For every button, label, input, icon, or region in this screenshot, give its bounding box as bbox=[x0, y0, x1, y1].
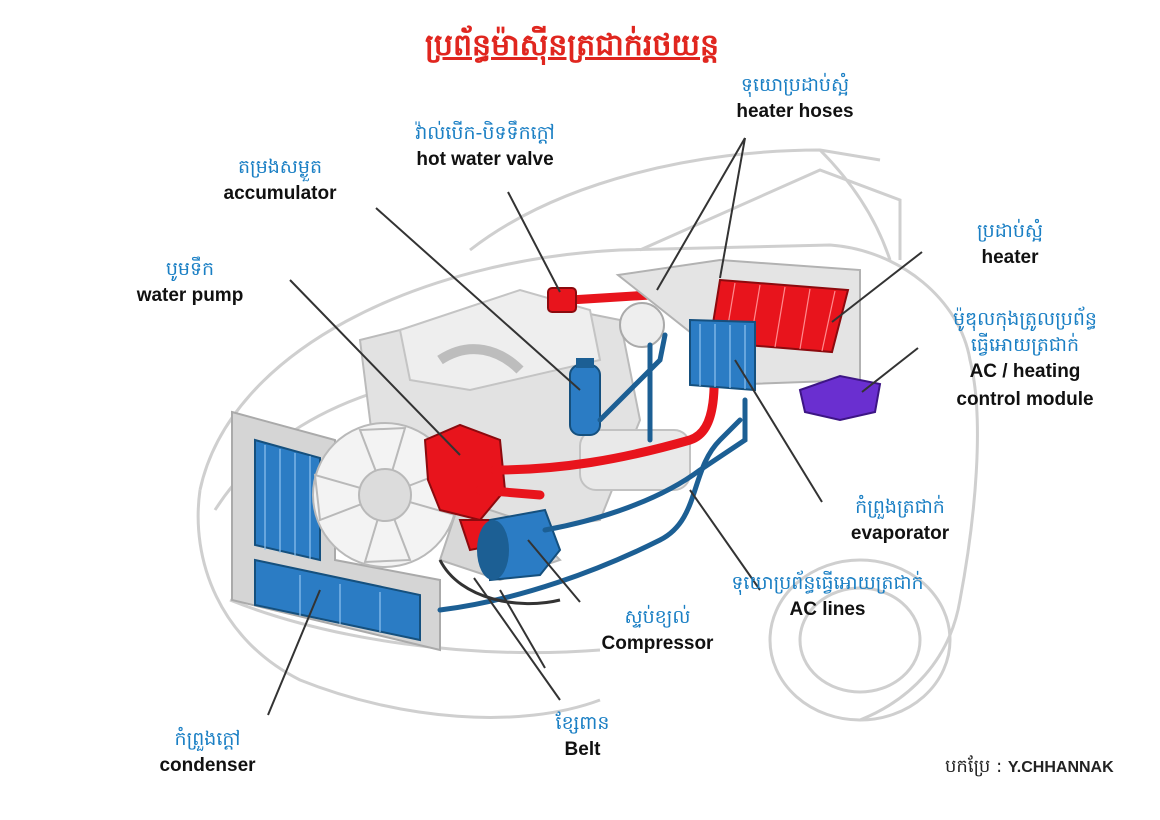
page-title: ប្រព័ន្ធម៉ាស៊ីនត្រជាក់រថយន្ត bbox=[425, 28, 719, 63]
label-heater-hoses: ទុយោប្រដាប់ស្អំ heater hoses bbox=[720, 72, 870, 126]
label-control-module-km2: ធ្វើអោយត្រជាក់ bbox=[970, 334, 1080, 356]
accumulator-canister-icon bbox=[569, 358, 601, 436]
label-water-pump: បូមទឹក water pump bbox=[120, 256, 260, 310]
evaporator-core-icon bbox=[689, 318, 756, 392]
credit-line: បកប្រែ : Y.CHHANNAK bbox=[945, 754, 1114, 781]
cold-circuit-ac-lines bbox=[437, 332, 748, 613]
label-heater-hoses-km: ទុយោប្រដាប់ស្អំ bbox=[740, 74, 850, 96]
hot-water-valve-icon bbox=[547, 287, 577, 313]
label-condenser-en: condenser bbox=[159, 755, 256, 776]
label-water-pump-km: បូមទឹក bbox=[165, 258, 215, 280]
credit-name: Y.CHHANNAK bbox=[1007, 759, 1114, 776]
label-accumulator-km: តម្រងសម្ងួត bbox=[237, 156, 323, 178]
label-condenser: កំព្រួងក្តៅ condenser bbox=[140, 726, 275, 780]
label-accumulator: តម្រងសម្ងួត accumulator bbox=[210, 154, 350, 208]
label-evaporator-km: កំព្រួងត្រជាក់ bbox=[855, 496, 945, 518]
compressor-icon bbox=[477, 508, 562, 582]
control-module-icon bbox=[798, 374, 882, 422]
label-hot-water-valve: វ៉ាល់បើក-បិទទឹកក្តៅ hot water valve bbox=[395, 120, 575, 174]
leader-lines bbox=[267, 137, 923, 716]
label-accumulator-en: accumulator bbox=[223, 183, 337, 204]
label-control-module-km: ម៉ូឌុលកុងត្រូលប្រព័ន្ធ bbox=[953, 308, 1097, 330]
blower-icon bbox=[619, 302, 665, 348]
label-belt: ខ្សែពាន Belt bbox=[535, 710, 630, 764]
label-compressor-en: Compressor bbox=[601, 633, 714, 654]
label-hot-water-valve-km: វ៉ាល់បើក-បិទទឹកក្តៅ bbox=[415, 122, 555, 144]
label-heater-km: ប្រដាប់ស្អំ bbox=[977, 220, 1043, 242]
label-evaporator-en: evaporator bbox=[850, 523, 950, 544]
label-heater-en: heater bbox=[981, 247, 1039, 268]
belt-icon bbox=[438, 559, 561, 606]
label-ac-lines-km: ទុយោប្រព័ន្ធធ្វើអោយត្រជាក់ bbox=[731, 572, 924, 594]
label-compressor-km: ស្ទប់ខ្យល់ bbox=[624, 606, 691, 628]
radiator-condenser-icon bbox=[231, 410, 441, 652]
label-water-pump-en: water pump bbox=[136, 285, 244, 306]
label-control-module: ម៉ូឌុលកុងត្រូលប្រព័ន្ធ ធ្វើអោយត្រជាក់ AC… bbox=[925, 306, 1125, 414]
label-belt-km: ខ្សែពាន bbox=[555, 712, 610, 734]
label-heater: ប្រដាប់ស្អំ heater bbox=[955, 218, 1065, 272]
label-condenser-km: កំព្រួងក្តៅ bbox=[174, 728, 241, 750]
label-control-module-en: AC / heating bbox=[969, 361, 1081, 382]
label-hot-water-valve-en: hot water valve bbox=[416, 149, 554, 170]
label-control-module-en2: control module bbox=[956, 389, 1094, 410]
label-ac-lines-en: AC lines bbox=[789, 599, 866, 620]
label-ac-lines: ទុយោប្រព័ន្ធធ្វើអោយត្រជាក់ AC lines bbox=[705, 570, 950, 624]
label-heater-hoses-en: heater hoses bbox=[736, 101, 854, 122]
credit-prefix: បកប្រែ : bbox=[945, 756, 1003, 777]
label-compressor: ស្ទប់ខ្យល់ Compressor bbox=[590, 604, 725, 658]
label-belt-en: Belt bbox=[564, 739, 601, 760]
car-outline-icon bbox=[196, 148, 979, 722]
label-evaporator: កំព្រួងត្រជាក់ evaporator bbox=[830, 494, 970, 548]
